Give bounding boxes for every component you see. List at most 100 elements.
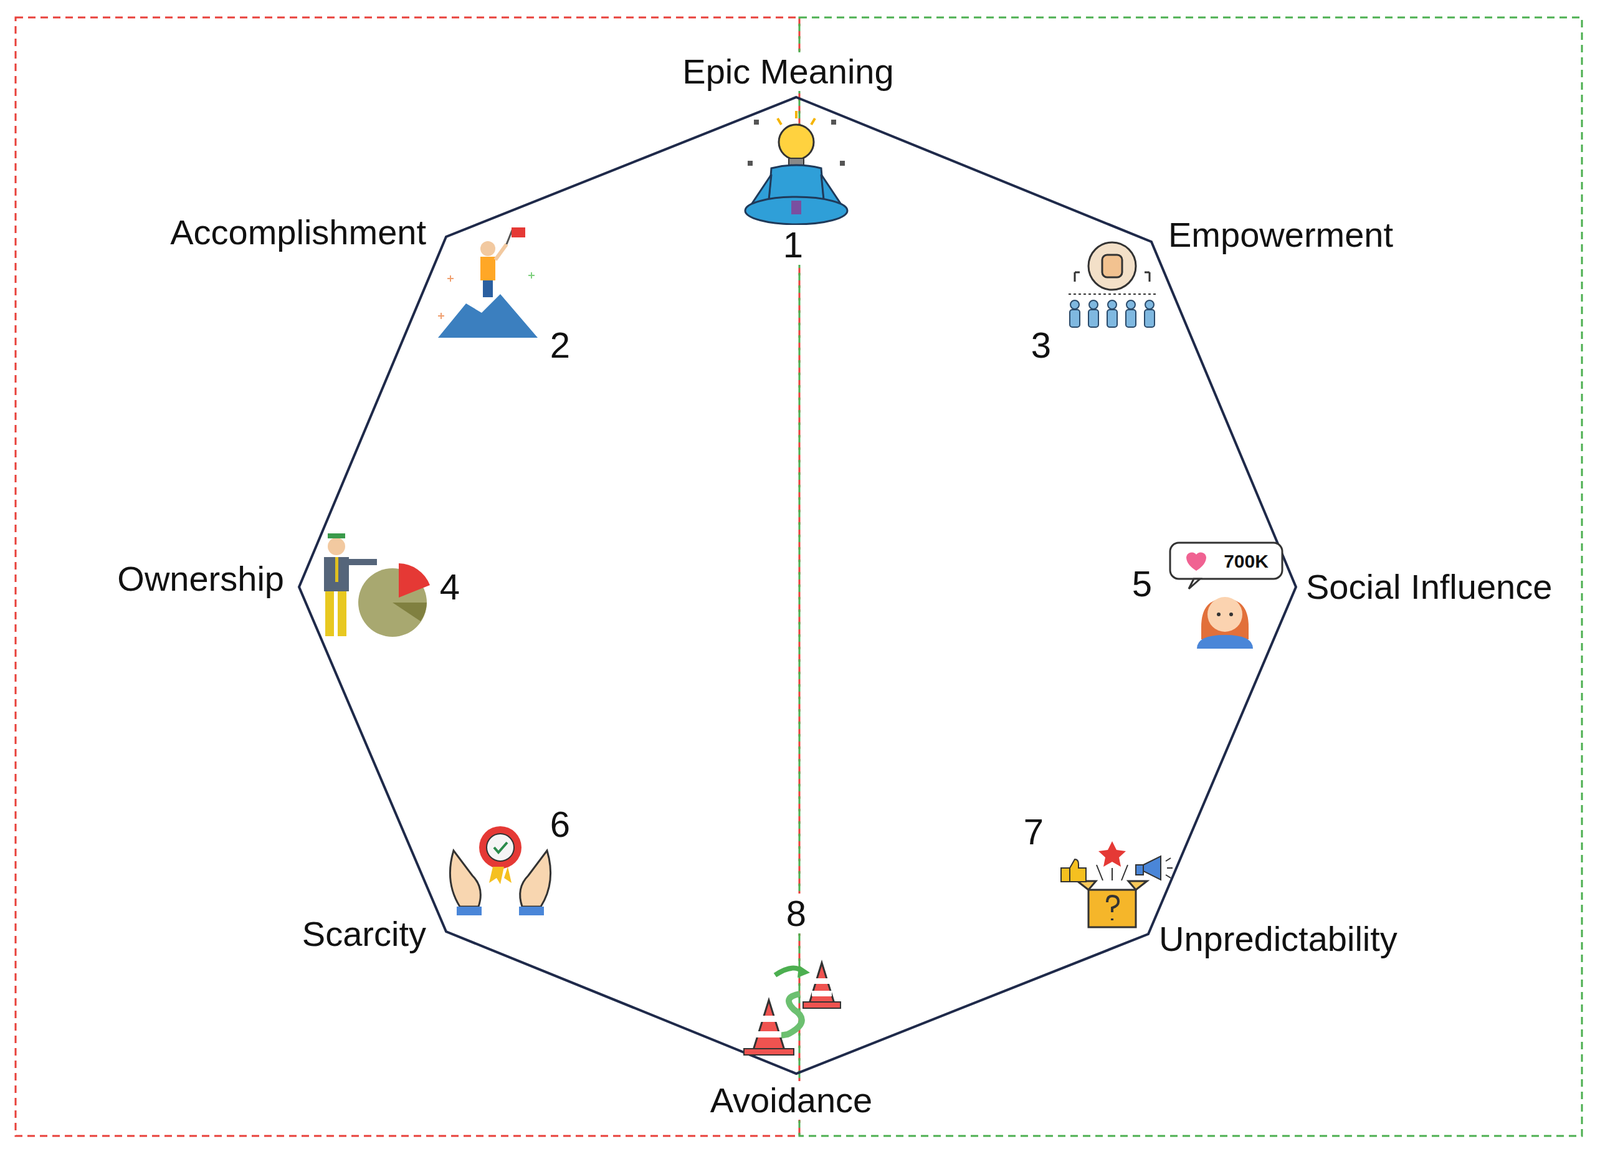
meditation-icon-part-part: [795, 110, 798, 119]
social-influence-icon-part: [1229, 612, 1234, 617]
avoidance-icon-part: [803, 1001, 841, 1009]
empowerment-icon-part: [1068, 293, 1156, 295]
category-label: Avoidance: [707, 1080, 876, 1120]
scarcity-icon: [449, 826, 551, 916]
meditation-icon-part-part: [753, 119, 759, 125]
social-influence-icon: [1170, 542, 1283, 649]
empowerment-icon-part-part: [1107, 300, 1117, 310]
category-label: Social Influence: [1303, 567, 1555, 607]
empowerment-icon: [1068, 242, 1156, 328]
accomplishment-icon-part: [482, 278, 493, 298]
avoidance-icon-part: [756, 1031, 782, 1038]
social-influence-icon-part: [1207, 596, 1243, 632]
avoidance-icon-part: [809, 962, 835, 1004]
unpredictability-icon-part: [1107, 895, 1119, 921]
ownership-icon-part: [347, 558, 377, 566]
social-influence-icon-part: [1196, 634, 1253, 649]
avoidance-icon-part: [743, 1048, 794, 1055]
scarcity-icon-part: [489, 866, 512, 885]
accomplishment-icon-part: [438, 275, 454, 320]
category-label: Ownership: [114, 559, 287, 599]
scarcity-icon-part: [456, 906, 482, 916]
unpredictability-icon-part: [1098, 841, 1126, 867]
accomplishment-icon-part-part: [438, 275, 454, 320]
callout-number: 5: [1129, 563, 1155, 604]
meditation-icon-part: [777, 110, 815, 125]
ownership-icon-part: [335, 557, 339, 582]
empowerment-icon-part-part: [1088, 309, 1099, 328]
empowerment-icon-part: [1074, 272, 1150, 282]
left-region: [15, 17, 800, 1136]
category-label: Empowerment: [1165, 215, 1396, 255]
meditation-icon-part: [768, 165, 824, 200]
meditation-icon-part: [791, 200, 802, 215]
social-influence-icon-part: [1188, 578, 1200, 589]
category-label: Accomplishment: [167, 213, 429, 252]
category-label: Epic Meaning: [679, 52, 896, 91]
accomplishment-icon-part-part: [528, 272, 535, 279]
meditation-icon-part: [747, 119, 845, 166]
social-influence-icon-part: [1216, 612, 1221, 617]
scarcity-icon-part: [449, 850, 481, 907]
social-influence-icon-part: [1186, 552, 1207, 571]
scarcity-icon-part: [494, 842, 508, 853]
ownership-icon-part: [327, 537, 346, 556]
meditation-icon-part-part: [839, 160, 845, 166]
social-influence-icon-part: [1170, 542, 1283, 579]
accomplishment-icon-part: [438, 294, 538, 338]
avoidance-icon: [743, 962, 841, 1055]
meditation-icon-part-part: [777, 118, 782, 125]
accomplishment-icon-part: [495, 244, 507, 260]
empowerment-icon-part-part: [1144, 309, 1155, 328]
scarcity-icon-part: [519, 906, 544, 916]
meditation-icon: [745, 110, 848, 225]
meditation-icon-part: [745, 196, 848, 225]
ownership-icon-part: [325, 591, 334, 637]
empowerment-icon-part-part: [1070, 300, 1080, 310]
meditation-icon-part: [778, 124, 814, 160]
category-label: Unpredictability: [1156, 919, 1400, 959]
empowerment-icon-part: [1088, 242, 1136, 290]
unpredictability-icon-part: [1061, 859, 1086, 882]
avoidance-icon-part: [797, 965, 810, 978]
ownership-icon: [323, 533, 430, 637]
octagon: [299, 97, 1296, 1074]
empowerment-icon-part-part: [1126, 300, 1136, 310]
callout-number: 2: [547, 325, 573, 366]
ownership-icon-part: [327, 533, 346, 539]
empowerment-icon-part-part: [1145, 300, 1154, 310]
unpredictability-icon-part: [1088, 889, 1136, 928]
empowerment-icon-part-part: [1125, 309, 1136, 328]
scarcity-icon-part: [486, 833, 515, 862]
unpredictability-icon-part: [1165, 857, 1173, 878]
callout-number: 3: [1028, 325, 1054, 366]
accomplishment-icon-part: [511, 227, 526, 238]
like-count: 700K: [1221, 550, 1272, 572]
category-label: Scarcity: [299, 914, 429, 954]
avoidance-icon-part: [811, 990, 832, 997]
ownership-icon-part: [392, 602, 427, 622]
unpredictability-icon-part: [1135, 856, 1161, 880]
empowerment-icon-part: [1102, 254, 1123, 278]
callout-number: 8: [783, 893, 809, 934]
empowerment-icon-part-part: [1107, 309, 1118, 328]
scarcity-icon-part: [479, 826, 522, 869]
unpredictability-icon-part: [1096, 864, 1128, 881]
accomplishment-icon-part: [480, 241, 496, 257]
avoidance-icon-part: [759, 1015, 779, 1022]
meditation-icon-part-part: [831, 119, 837, 125]
meditation-icon-part-part: [811, 118, 815, 125]
ownership-icon-part: [323, 557, 349, 592]
scarcity-icon-part: [520, 850, 551, 907]
callout-number: 1: [780, 224, 806, 265]
ownership-icon-part: [337, 591, 347, 637]
unpredictability-icon-part: [1077, 880, 1148, 890]
unpredictability-icon: [1061, 841, 1173, 928]
callout-number: 4: [437, 566, 463, 607]
right-region: [799, 17, 1582, 1136]
callout-number: 6: [547, 804, 573, 845]
empowerment-icon-part-part: [1089, 300, 1098, 310]
accomplishment-icon-part: [480, 256, 496, 281]
avoidance-icon-part: [814, 978, 830, 984]
empowerment-icon-part: [1069, 300, 1155, 328]
